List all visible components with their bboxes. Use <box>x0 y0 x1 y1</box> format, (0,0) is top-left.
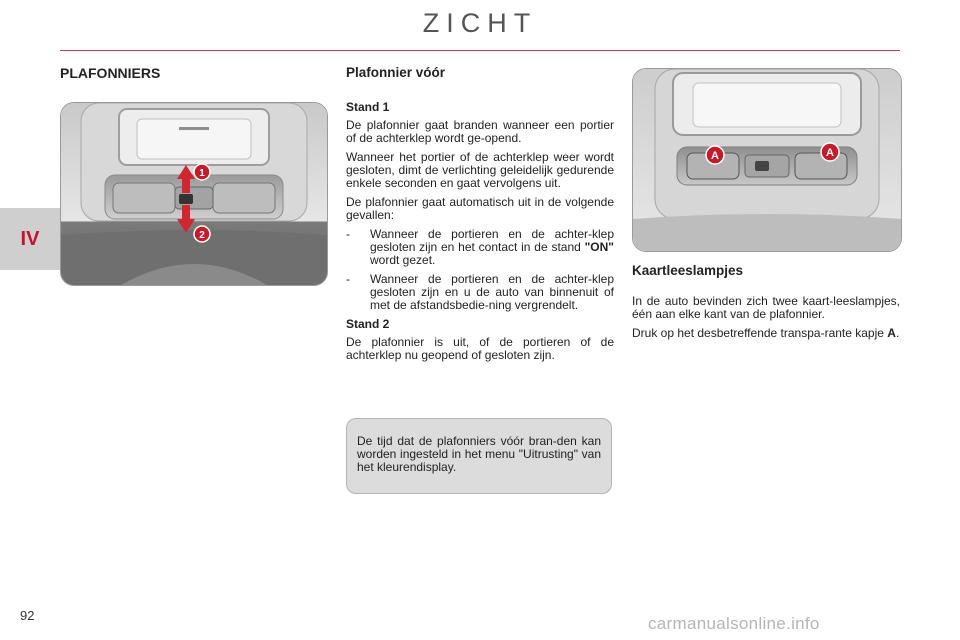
map-lamps-p2-end: . <box>895 326 900 340</box>
stand1-paragraph-3: De plafonnier gaat automatisch uit in de… <box>346 195 614 222</box>
stand1-title: Stand 1 <box>346 100 390 114</box>
callout-a-left-label: A <box>711 150 719 162</box>
list-item: - Wanneer de portieren en de achter-klep… <box>346 228 614 267</box>
bullet-dash: - <box>346 272 350 286</box>
front-light-title: Plafonnier vóór <box>346 65 446 80</box>
callout-a-right-marker <box>820 142 840 162</box>
bullet2-text: Wanneer de portieren en de achter-klep g… <box>370 272 614 312</box>
map-lamps-paragraph-2: Druk op het desbetreffende transpa-rante… <box>632 327 900 340</box>
bullet1-text-end: wordt gezet. <box>370 253 436 267</box>
map-lamps-paragraph-1: In de auto bevinden zich twee kaart-lees… <box>632 294 900 321</box>
section-title: PLAFONNIERS <box>60 65 161 81</box>
chapter-label: IV <box>20 227 40 250</box>
stand2-paragraph: De plafonnier is uit, of de portieren of… <box>346 335 614 362</box>
stand2-title: Stand 2 <box>346 317 390 331</box>
callout-1-label: 1 <box>199 168 205 179</box>
note-box: De tijd dat de plafonniers vóór bran-den… <box>346 418 612 494</box>
callout-1-marker <box>193 163 211 181</box>
map-lamps-title: Kaartleeslampjes <box>632 263 744 278</box>
callout-a-left-marker <box>705 145 725 165</box>
chapter-tab[interactable]: IV <box>0 208 60 270</box>
stand1-paragraph-2: Wanneer het portier of de achterklep wee… <box>346 150 614 190</box>
bullet1-bold: "ON" <box>584 240 614 254</box>
auto-off-list: - Wanneer de portieren en de achter-klep… <box>346 228 614 312</box>
bullet1-text: Wanneer de portieren en de achter-klep g… <box>370 227 614 254</box>
front-ceiling-light-text: Plafonnier vóór Stand 1 De plafonnier ga… <box>346 66 614 368</box>
header-divider <box>60 50 900 51</box>
list-item: - Wanneer de portieren en de achter-klep… <box>346 273 614 312</box>
map-lamps-illustration: A A <box>632 68 902 252</box>
bullet-dash: - <box>346 227 350 241</box>
callout-a-right-label: A <box>826 147 834 159</box>
callout-2-marker <box>193 225 211 243</box>
note-text: De tijd dat de plafonniers vóór bran-den… <box>357 434 601 474</box>
watermark: carmanualsonline.info <box>648 614 820 633</box>
stand1-paragraph-1: De plafonnier gaat branden wanneer een p… <box>346 118 614 145</box>
page-number: 92 <box>20 608 35 623</box>
map-lamps-text: Kaartleeslampjes In de auto bevinden zic… <box>632 264 900 346</box>
ceiling-light-illustration: 1 2 <box>60 102 328 286</box>
page-header-title: ZICHT <box>422 8 538 38</box>
callout-2-label: 2 <box>199 230 205 241</box>
map-lamps-p2-bold: A <box>887 326 896 340</box>
map-lamps-p2-text: Druk op het desbetreffende transpa-rante… <box>632 326 888 340</box>
